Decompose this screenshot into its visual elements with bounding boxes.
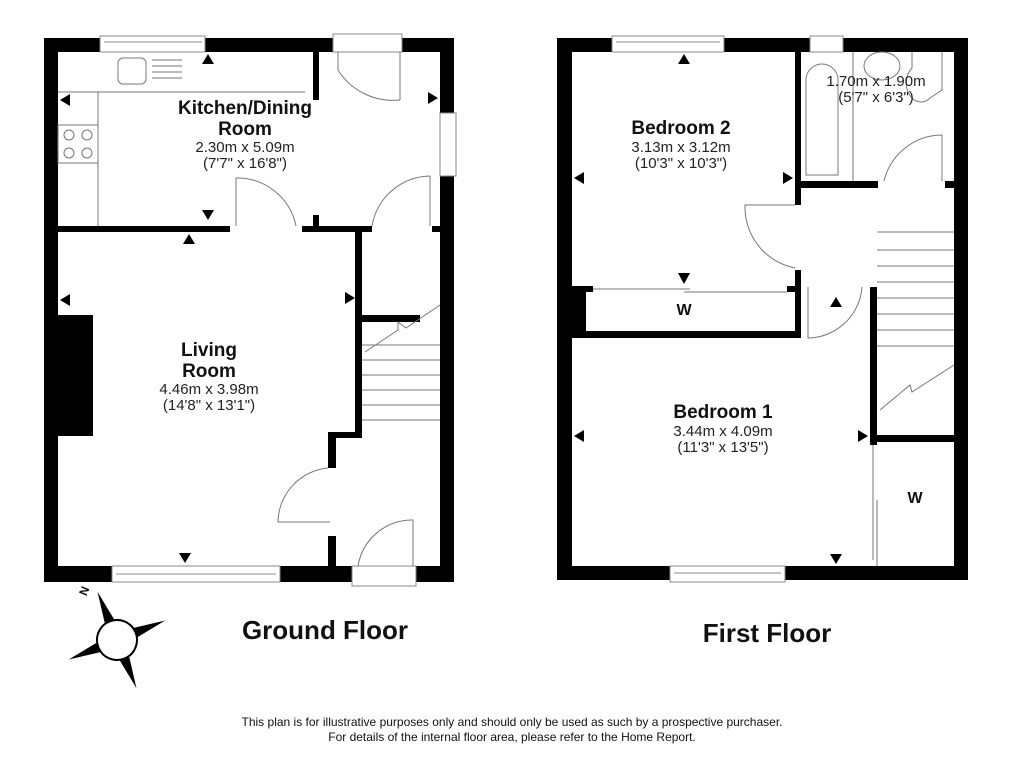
disclaimer-line: This plan is for illustrative purposes o… xyxy=(241,715,783,729)
room-name: Room xyxy=(182,360,236,382)
room-name: Bedroom 1 xyxy=(673,402,773,423)
first-floor-walls xyxy=(557,38,968,580)
room-dimensions-imperial: (10'3" x 10'3") xyxy=(634,154,728,172)
disclaimer-line: For details of the internal floor area, … xyxy=(328,730,696,744)
compass-rose-icon xyxy=(68,591,166,689)
room-dimensions-metric: 4.46m x 3.98m xyxy=(159,381,259,399)
room-name: Bedroom 2 xyxy=(631,118,731,139)
room-label-bathroom: 1.70m x 1.90m (5'7" x 6'3") xyxy=(826,73,926,107)
room-dimensions-imperial: (5'7" x 6'3") xyxy=(838,89,914,107)
room-label-bedroom-2: Bedroom 2 3.13m x 3.12m (10'3" x 10'3") xyxy=(631,118,731,172)
first-floor-measure-arrows xyxy=(574,54,868,564)
first-floor-fixtures xyxy=(593,51,955,566)
ground-floor-openings xyxy=(99,33,457,587)
room-label-living-room: Living Room 4.46m x 3.98m (14'8" x 13'1"… xyxy=(159,340,259,415)
room-dimensions-metric: 3.13m x 3.12m xyxy=(631,138,731,156)
ground-floor-title: Ground Floor xyxy=(241,615,409,645)
room-dimensions-imperial: (11'3" x 13'5") xyxy=(677,438,769,456)
room-label-kitchen-dining: Kitchen/Dining Room 2.30m x 5.09m (7'7" … xyxy=(177,98,313,173)
room-dimensions-metric: 2.30m x 5.09m xyxy=(195,139,295,157)
room-dimensions-metric: 3.44m x 4.09m xyxy=(673,422,773,440)
room-name: Room xyxy=(218,118,272,140)
first-floor-openings xyxy=(611,35,844,583)
first-floor-title: First Floor xyxy=(702,618,832,648)
wardrobe-label: W xyxy=(907,490,923,507)
ground-floor-fixtures xyxy=(57,52,441,567)
room-name: Kitchen/Dining xyxy=(177,98,313,119)
wardrobe-label: W xyxy=(676,302,692,319)
room-dimensions-imperial: (7'7" x 16'8") xyxy=(203,155,287,173)
room-dimensions-metric: 1.70m x 1.90m xyxy=(826,73,926,90)
room-dimensions-imperial: (14'8" x 13'1") xyxy=(162,397,256,415)
disclaimer: This plan is for illustrative purposes o… xyxy=(0,715,1024,745)
ground-floor-measure-arrows xyxy=(60,54,438,563)
room-name: Living xyxy=(181,340,237,361)
room-label-bedroom-1: Bedroom 1 3.44m x 4.09m (11'3" x 13'5") xyxy=(673,402,773,456)
